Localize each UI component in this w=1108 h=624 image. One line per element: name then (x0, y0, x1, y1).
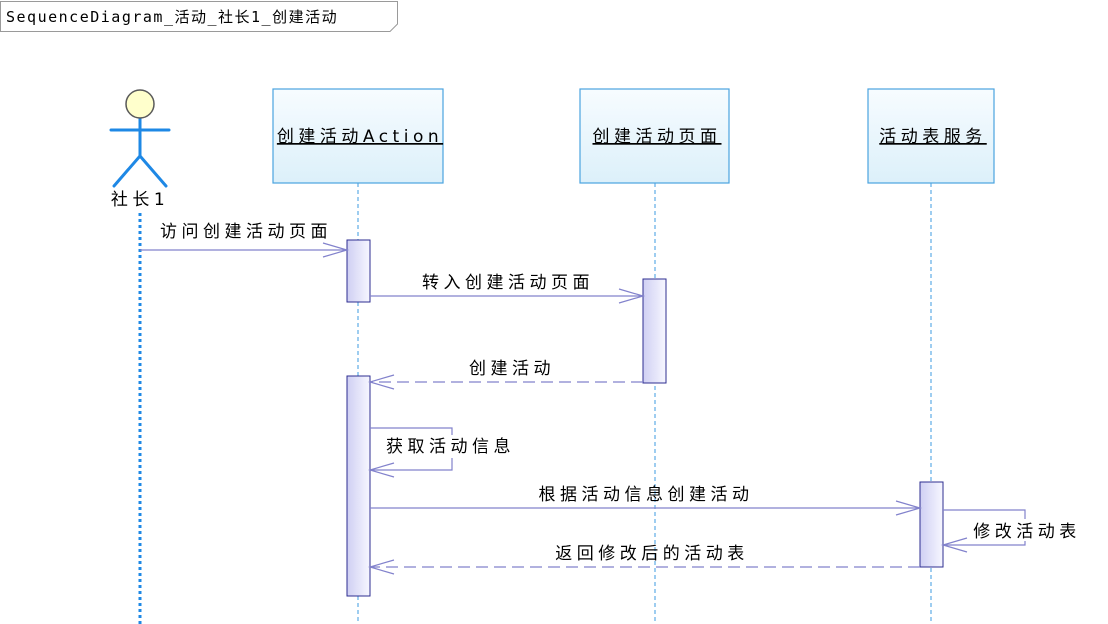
lifeline-head-box (867, 88, 995, 184)
actor-club-president[interactable]: 社长1 (109, 89, 171, 210)
arrowhead (618, 288, 646, 304)
message-label: 返回修改后的活动表 (555, 544, 749, 564)
lifeline-head-box (579, 88, 730, 184)
activation-bar-action-first[interactable] (346, 239, 371, 303)
activation-bar-page[interactable] (642, 278, 667, 384)
lifeline-create-activity-page[interactable]: 创建活动页面 (579, 88, 730, 184)
arrowhead (367, 462, 395, 478)
lifeline-create-activity-action[interactable]: 创建活动Action (272, 88, 444, 184)
message-label: 创建活动 (469, 359, 555, 379)
actor-label: 社长1 (111, 190, 169, 210)
lifeline-activity-table-service[interactable]: 活动表服务 (867, 88, 995, 184)
actor-left-leg (112, 154, 142, 188)
diagram-title: SequenceDiagram_活动_社长1_创建活动 (6, 8, 338, 26)
message-label: 修改活动表 (973, 522, 1081, 542)
message-modify-activity-table-self[interactable]: 修改活动表 (940, 509, 1082, 553)
lifeline-name: 创建活动Action (277, 127, 443, 147)
activation-bar-service[interactable] (919, 481, 944, 568)
message-label: 根据活动信息创建活动 (539, 485, 754, 505)
activation-bar-action-second[interactable] (346, 375, 371, 597)
arrowhead (367, 374, 395, 390)
lifeline-name: 创建活动页面 (593, 127, 722, 147)
diagram-frame-tab: SequenceDiagram_活动_社长1_创建活动 (0, 1, 398, 32)
message-forward-to-create-page[interactable]: 转入创建活动页面 (370, 273, 646, 304)
message-create-activity-by-info[interactable]: 根据活动信息创建活动 (370, 485, 923, 516)
message-get-activity-info-self[interactable]: 获取活动信息 (367, 427, 521, 478)
lifeline-name: 活动表服务 (879, 127, 987, 147)
message-label-background (383, 435, 521, 458)
message-create-activity-return[interactable]: 创建活动 (367, 359, 643, 390)
message-label-background (969, 519, 1082, 541)
arrowhead (940, 537, 968, 553)
arrowhead (367, 559, 395, 575)
arrowhead (895, 500, 923, 516)
message-return-modified-table[interactable]: 返回修改后的活动表 (367, 544, 920, 575)
actor-icon (109, 89, 171, 188)
diagram-frame-tab-border (0, 1, 398, 32)
message-label: 访问创建活动页面 (160, 222, 332, 242)
actor-head (125, 89, 155, 119)
message-label: 转入创建活动页面 (422, 273, 594, 293)
message-label: 获取活动信息 (386, 437, 515, 457)
message-visit-create-page[interactable]: 访问创建活动页面 (140, 222, 350, 258)
arrowhead (322, 242, 350, 258)
actor-right-leg (138, 154, 168, 188)
lifeline-head-box (272, 88, 444, 184)
